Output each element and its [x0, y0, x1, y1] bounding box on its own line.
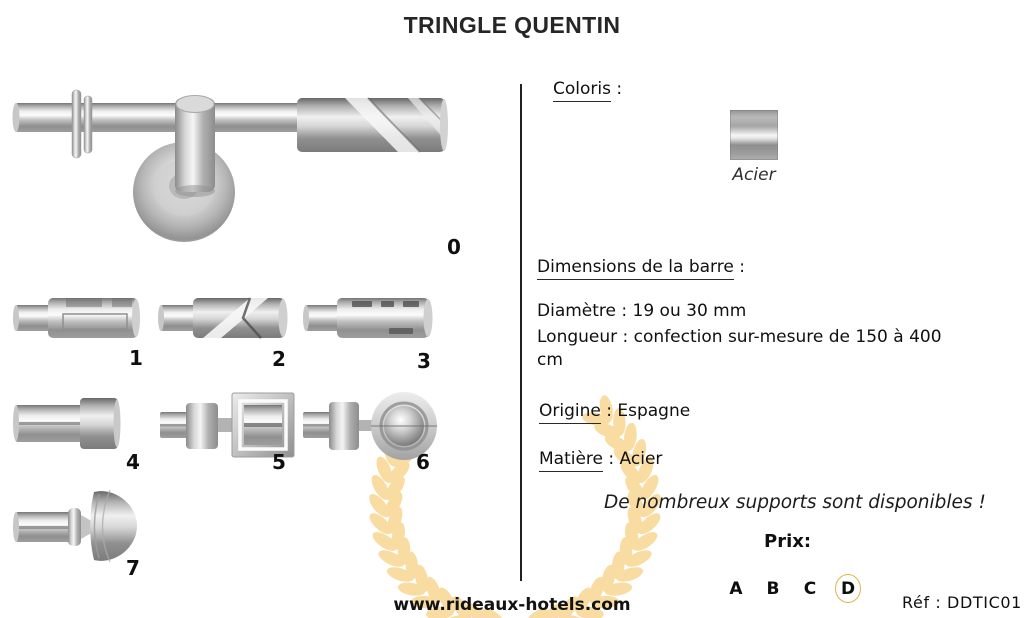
finial-end-cap-image	[13, 398, 121, 449]
product-drawings	[12, 89, 448, 563]
variant-number-2: 2	[272, 347, 286, 371]
variant-number-5: 5	[272, 450, 286, 474]
prix-label: Prix:	[764, 531, 812, 552]
vertical-divider	[520, 84, 522, 581]
variant-number-0: 0	[447, 235, 461, 259]
coloris-heading: Coloris :	[553, 78, 623, 102]
origine-line: Origine : Espagne	[539, 400, 691, 424]
finial-grooved-cylinder-image	[13, 298, 140, 338]
variant-number-4: 4	[126, 450, 140, 474]
website-url[interactable]: www.rideaux-hotels.com	[393, 595, 631, 615]
matiere-value: : Acier	[603, 449, 663, 469]
matiere-line: Matière : Acier	[539, 448, 663, 472]
dimensions-heading: Dimensions de la barre :	[537, 256, 745, 280]
color-swatch-label: Acier	[732, 165, 776, 185]
matiere-label: Matière	[539, 449, 604, 472]
coloris-label: Coloris	[553, 79, 611, 102]
dimensions-label: Dimensions de la barre	[537, 257, 734, 280]
origine-label: Origine	[539, 401, 601, 424]
price-option-b: B	[766, 578, 780, 599]
dimensions-colon: :	[733, 257, 745, 277]
variant-number-7: 7	[126, 556, 140, 580]
finial-ring-ball-image	[303, 392, 437, 460]
finial-dome-image	[13, 489, 137, 563]
page-title: TRINGLE QUENTIN	[403, 12, 621, 38]
reference-code: Réf : DDTIC01	[902, 593, 1022, 612]
price-option-d-circled: D	[835, 574, 861, 603]
variant-number-6: 6	[416, 450, 430, 474]
price-option-c: C	[803, 578, 817, 599]
origine-value: : Espagne	[600, 401, 691, 421]
rod-with-bracket-image	[12, 89, 448, 242]
finial-square-image	[160, 392, 295, 458]
variant-number-1: 1	[129, 346, 143, 370]
coloris-colon: :	[610, 79, 623, 99]
supports-note: De nombreux supports sont disponibles !	[604, 492, 986, 513]
longueur-line: Longueur : confection sur-mesure de 150 …	[537, 327, 942, 370]
variant-number-3: 3	[417, 349, 431, 373]
product-images-panel: 0 1 2 3 4 5 6 7	[0, 60, 475, 585]
price-options: A B C D	[724, 574, 861, 603]
finial-slotted-cylinder-image	[303, 298, 433, 338]
price-option-a: A	[729, 578, 743, 599]
finial-twist-cut-image	[158, 297, 288, 339]
diametre-line: Diamètre : 19 ou 30 mm	[537, 301, 747, 321]
color-swatch-acier-icon	[730, 110, 778, 160]
